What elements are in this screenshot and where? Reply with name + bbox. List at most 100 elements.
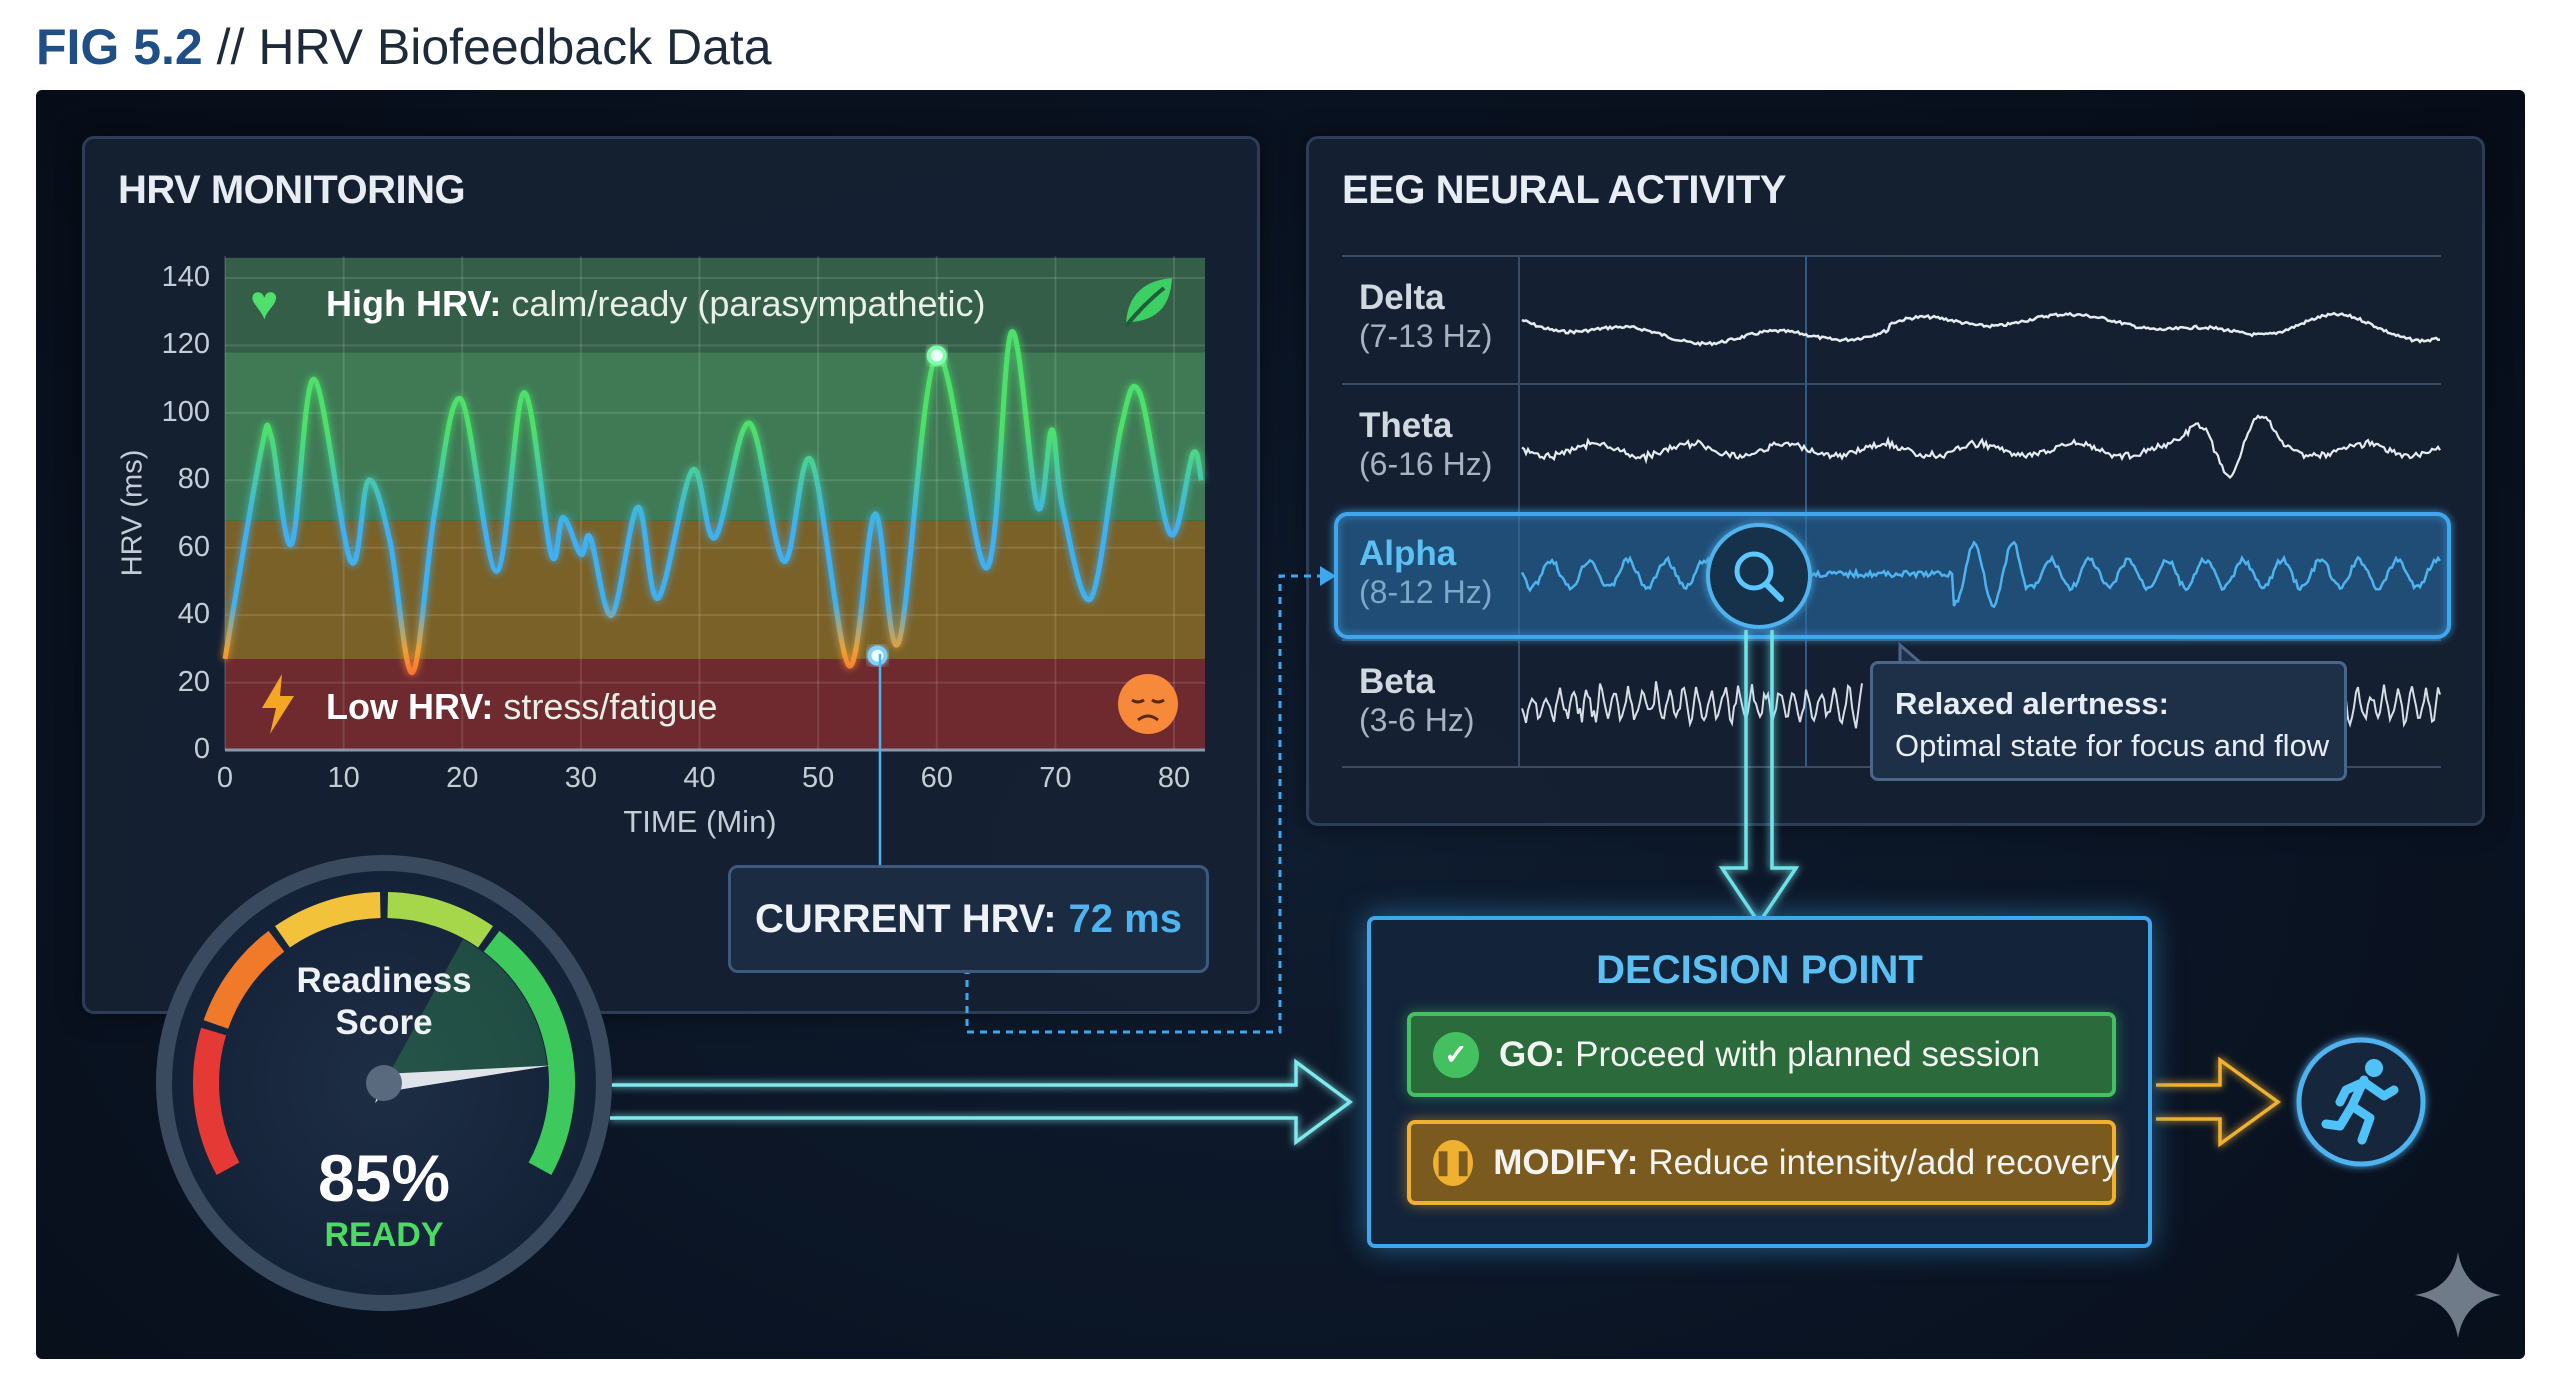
gauge-label: Readiness Score [296, 961, 472, 1042]
decision-point-box: DECISION POINT ✓ GO:Proceed with planned… [1367, 916, 2152, 1248]
gauge-segment-0 [193, 1027, 240, 1176]
high-hrv-desc: calm/ready (parasympathetic) [511, 283, 986, 324]
beta-wave-segment-1 [2343, 684, 2441, 728]
gauge-value: 85% [317, 1141, 451, 1215]
hrv-markers [867, 345, 947, 666]
figure-caption: HRV Biofeedback Data [258, 19, 772, 75]
band-range: (6-16 Hz) [1359, 446, 1493, 482]
figure-title: FIG 5.2 // HRV Biofeedback Data [36, 18, 772, 76]
y-axis-label: HRV (ms) [116, 449, 149, 577]
pause-icon: ❚❚ [1433, 1139, 1474, 1186]
hrv-band-0 [225, 658, 1205, 750]
gauge-segment-3 [387, 892, 494, 948]
hrv-zone-bands [225, 257, 1205, 750]
lightning-bolt-icon [262, 674, 294, 734]
y-tick-label: 0 [193, 733, 210, 765]
figure-separator: // [216, 19, 245, 75]
eeg-waves [1520, 311, 2442, 729]
band-name: Alpha [1359, 534, 1457, 573]
x-tick-label: 30 [564, 762, 598, 794]
band-range: (8-12 Hz) [1359, 574, 1493, 610]
magnifier-icon[interactable] [1706, 523, 1812, 629]
hrv-panel-title: HRV MONITORING [118, 168, 466, 212]
modify-text: Reduce intensity/add recovery [1648, 1142, 2120, 1182]
x-tick-label: 10 [327, 762, 360, 794]
x-axis-label: TIME (Min) [623, 804, 777, 839]
beta-wave-segment-0 [1521, 681, 1863, 729]
low-hrv-desc: stress/fatigue [503, 686, 718, 727]
hrv-marker-0 [926, 345, 947, 366]
hrv-series [222, 329, 1204, 675]
go-text: Proceed with planned session [1575, 1034, 2041, 1074]
figure-number: FIG 5.2 [36, 19, 203, 75]
eeg-row-beta: Beta(3-6 Hz) [1359, 662, 1475, 739]
x-tick-label: 50 [801, 762, 835, 794]
eeg-panel-title: EEG NEURAL ACTIVITY [1342, 168, 1786, 212]
low-hrv-label: Low HRV: stress/fatigue [326, 686, 717, 728]
x-tick-label: 0 [216, 762, 234, 794]
current-hrv-label: CURRENT HRV: [755, 896, 1057, 941]
high-hrv-label: High HRV: calm/ready (parasympathetic) [326, 283, 986, 325]
current-hrv-value: 72 ms [1068, 896, 1182, 941]
hrv-line-series-0 [222, 329, 1204, 675]
x-tick-label: 70 [1039, 762, 1072, 794]
gauge-status: READY [324, 1216, 444, 1254]
heart-pulse-icon: ♥ [250, 277, 279, 330]
y-tick-label: 60 [177, 530, 210, 563]
x-tick-label: 80 [1157, 762, 1191, 794]
check-icon: ✓ [1433, 1031, 1479, 1078]
leaf-icon [1124, 278, 1172, 328]
y-tick-label: 120 [161, 328, 210, 361]
current-hrv-readout: CURRENT HRV:72 ms [728, 865, 1209, 973]
hrv-band-3 [225, 257, 1205, 353]
y-tick-label: 140 [161, 261, 210, 293]
decision-to-action-arrow [2156, 1056, 2281, 1148]
link-arrowhead-icon [1320, 566, 1336, 586]
readiness-gauge [156, 855, 612, 1311]
tooltip-text: Optimal state for focus and flow [1895, 728, 2330, 763]
hrv-marker-1 [867, 645, 888, 666]
hrv-band-1 [225, 520, 1205, 659]
eeg-row-alpha[interactable]: Alpha(8-12 Hz) [1359, 534, 1492, 611]
modify-key: MODIFY: [1493, 1142, 1639, 1182]
delta-wave [1521, 311, 2441, 347]
x-tick-label: 40 [683, 762, 716, 794]
y-tick-label: 40 [177, 598, 210, 631]
go-key: GO: [1499, 1034, 1566, 1074]
theta-wave [1521, 414, 2441, 480]
gauge-to-decision-arrow [610, 1058, 1353, 1146]
alpha-tooltip: Relaxed alertness: Optimal state for focu… [1870, 661, 2347, 781]
running-person-icon[interactable] [2296, 1037, 2426, 1167]
gauge-value-wedge [384, 939, 548, 1083]
band-name: Theta [1359, 406, 1453, 445]
hrv-grid [224, 256, 1205, 752]
x-tick-label: 60 [920, 762, 953, 794]
go-option[interactable]: ✓ GO:Proceed with planned session [1407, 1012, 2116, 1097]
y-tick-label: 20 [177, 665, 210, 698]
gauge-segment-1 [203, 930, 285, 1029]
tired-face-emoji-icon [1118, 674, 1178, 734]
y-tick-label: 80 [177, 463, 210, 496]
eeg-row-theta: Theta(6-16 Hz) [1359, 406, 1492, 483]
band-range: (3-6 Hz) [1359, 702, 1475, 738]
hrv-to-alpha-dashed-link [965, 574, 1333, 1034]
eeg-row-delta: Delta(7-13 Hz) [1359, 278, 1492, 355]
tooltip-pointer [1898, 641, 1923, 666]
gauge-segment-2 [274, 892, 381, 948]
y-tick-label: 100 [161, 395, 210, 428]
band-name: Beta [1359, 662, 1435, 701]
gauge-segment-4 [483, 930, 575, 1176]
gauge-needle-hub [366, 1065, 402, 1101]
modify-option[interactable]: ❚❚ MODIFY:Reduce intensity/add recovery [1407, 1120, 2120, 1205]
high-hrv-key: High HRV: [326, 283, 502, 324]
band-name: Delta [1359, 278, 1445, 317]
gauge-needle [375, 1065, 552, 1104]
tooltip-title: Relaxed alertness: [1895, 686, 2169, 721]
x-tick-label: 20 [446, 762, 479, 794]
low-hrv-key: Low HRV: [326, 686, 494, 727]
alpha-wave [1520, 540, 2442, 609]
decision-title: DECISION POINT [1596, 948, 1923, 992]
band-range: (7-13 Hz) [1359, 318, 1493, 354]
sparkle-watermark-icon [2415, 1252, 2501, 1338]
